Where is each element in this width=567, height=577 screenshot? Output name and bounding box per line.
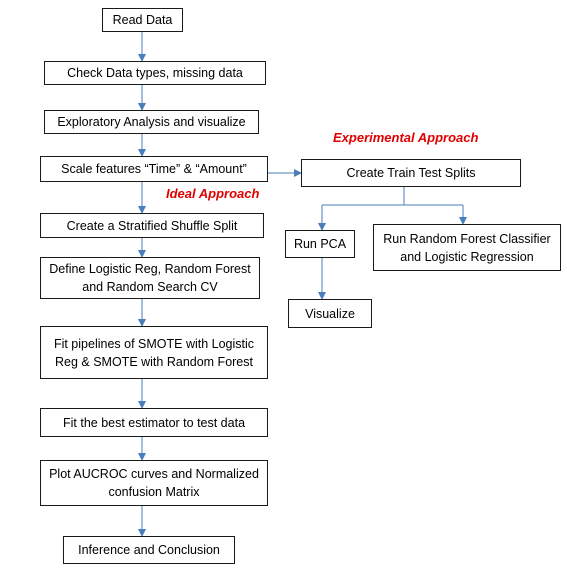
exploratory-analysis-box: Exploratory Analysis and visualize <box>44 110 259 134</box>
ideal-approach-label: Ideal Approach <box>166 186 260 201</box>
fit-pipelines-box: Fit pipelines of SMOTE with Logistic Reg… <box>40 326 268 379</box>
read-data-box: Read Data <box>102 8 183 32</box>
define-models-box: Define Logistic Reg, Random Forest and R… <box>40 257 260 299</box>
run-random-forest-box: Run Random Forest Classifier and Logisti… <box>373 224 561 271</box>
visualize-box: Visualize <box>288 299 372 328</box>
fit-best-estimator-box: Fit the best estimator to test data <box>40 408 268 437</box>
plot-aucroc-box: Plot AUCROC curves and Normalized confus… <box>40 460 268 506</box>
experimental-approach-label: Experimental Approach <box>333 130 479 145</box>
run-pca-box: Run PCA <box>285 230 355 258</box>
inference-conclusion-box: Inference and Conclusion <box>63 536 235 564</box>
check-data-box: Check Data types, missing data <box>44 61 266 85</box>
stratified-split-box: Create a Stratified Shuffle Split <box>40 213 264 238</box>
scale-features-box: Scale features “Time” & “Amount” <box>40 156 268 182</box>
train-test-split-box: Create Train Test Splits <box>301 159 521 187</box>
